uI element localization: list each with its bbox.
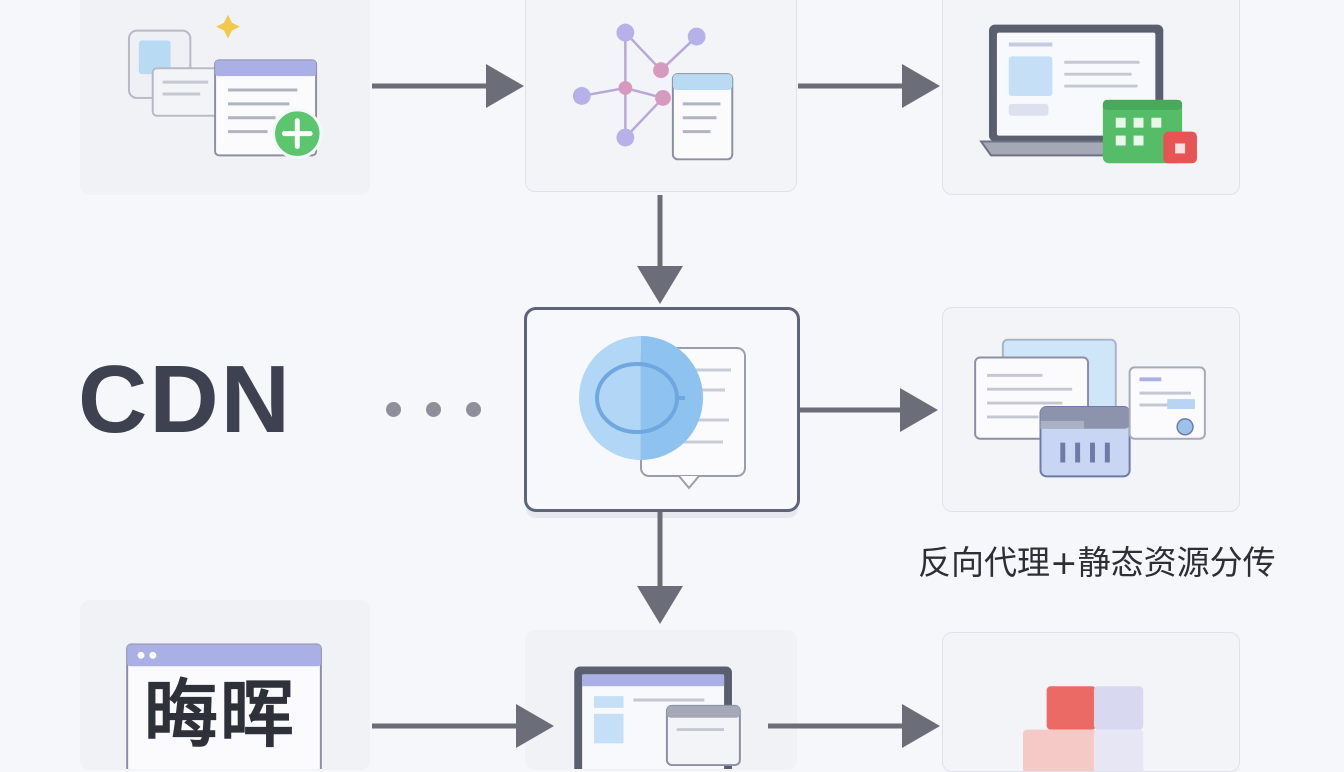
proxy-caption: 反向代理+静态资源分传 xyxy=(918,543,1276,582)
add-document-node xyxy=(80,0,370,195)
color-blocks-icon xyxy=(1022,686,1144,771)
network-graph-icon xyxy=(572,23,734,161)
cdn-hub-node xyxy=(524,307,800,512)
tablet-window-icon xyxy=(574,666,741,769)
proxy-windows-node xyxy=(942,307,1240,512)
proxy-windows-icon xyxy=(974,338,1206,478)
add-document-icon xyxy=(127,14,323,159)
bottom-keyword: 晦晖 xyxy=(144,672,296,758)
laptop-app-icon xyxy=(979,24,1197,164)
laptop-app-node xyxy=(942,0,1240,195)
network-graph-node xyxy=(525,0,797,192)
color-blocks-node xyxy=(942,632,1240,772)
cdn-label: CDN xyxy=(78,346,292,453)
browser-window-node xyxy=(80,600,370,770)
ellipsis-dots xyxy=(384,400,484,420)
cdn-node-icon xyxy=(579,336,746,490)
tablet-window-node xyxy=(525,630,797,770)
browser-window-icon xyxy=(126,643,322,769)
